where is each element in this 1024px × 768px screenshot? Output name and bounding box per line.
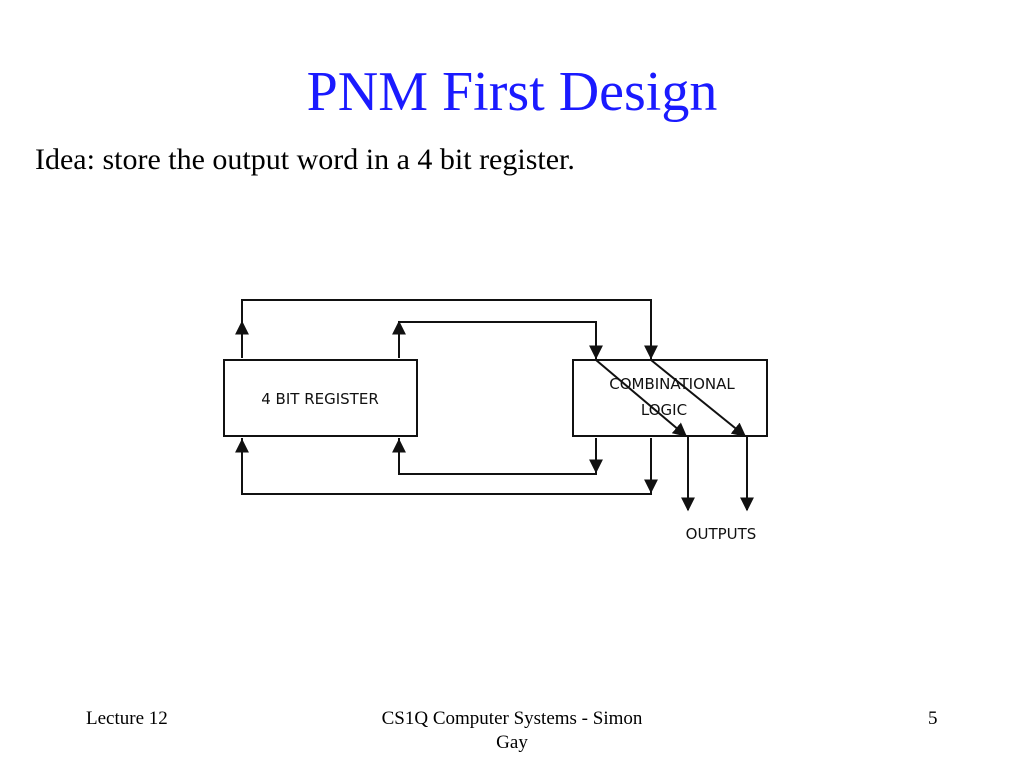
diagonal-wire-2 (650, 359, 747, 437)
footer-page-number: 5 (928, 708, 938, 729)
register-box (223, 359, 418, 437)
idea-bullet: Idea: store the output word in a 4 bit r… (35, 143, 575, 176)
footer-course-line1: CS1Q Computer Systems - Simon (381, 708, 643, 729)
outputs-label: OUTPUTS (686, 525, 757, 543)
inner-top-wire (398, 321, 597, 360)
inner-bottom-wire (398, 438, 597, 475)
outer-bottom-wire (241, 438, 652, 495)
footer-course-line2: Gay (496, 732, 528, 753)
outer-top-wire (241, 299, 652, 360)
register-label: 4 BIT REGISTER (261, 390, 379, 408)
diagonal-wire-1 (595, 359, 688, 437)
footer-lecture: Lecture 12 (86, 708, 168, 729)
logic-label-line2: LOGIC (641, 401, 687, 419)
logic-box (572, 359, 768, 437)
footer-course: CS1Q Computer Systems - Simon Gay (362, 707, 662, 755)
logic-label-line1: COMBINATIONAL (609, 375, 735, 393)
slide-title: PNM First Design (306, 61, 718, 123)
